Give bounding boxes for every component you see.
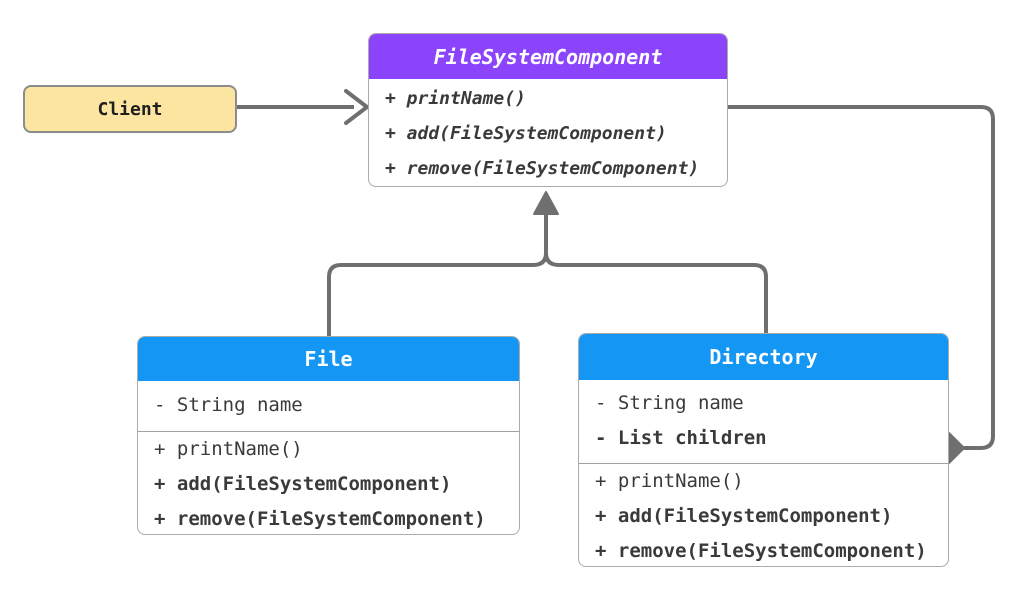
attributes-section: - String name (138, 381, 519, 431)
class-node-file: File - String name + printName() + add(F… (137, 336, 520, 535)
methods-section: + printName() + add(FileSystemComponent)… (369, 79, 727, 186)
method-row: + add(FileSystemComponent) (154, 473, 452, 495)
directory-generalization-line (544, 214, 768, 333)
composition-line (728, 105, 995, 450)
class-node-filesystemcomponent: FileSystemComponent + printName() + add(… (368, 33, 728, 187)
methods-section: + printName() + add(FileSystemComponent)… (138, 431, 519, 534)
attribute-row: - List children (595, 427, 767, 449)
file-generalization-line (327, 214, 548, 336)
method-row: + printName() (154, 438, 303, 460)
client-label: Client (97, 98, 163, 120)
method-row: + remove(FileSystemComponent) (154, 508, 486, 530)
class-title: FileSystemComponent (433, 44, 663, 69)
triangle-arrowhead-icon (533, 191, 559, 215)
method-row: + add(FileSystemComponent) (385, 123, 667, 144)
class-header-file: File (138, 337, 519, 381)
attributes-section: - String name - List children (579, 380, 948, 463)
attribute-row: - String name (154, 394, 303, 416)
class-title: File (304, 347, 353, 371)
method-row: + printName() (385, 88, 526, 109)
class-node-directory: Directory - String name - List children … (578, 333, 949, 567)
method-row: + remove(FileSystemComponent) (385, 158, 700, 179)
attribute-row: - String name (595, 392, 744, 414)
open-arrowhead-icon (344, 89, 369, 125)
class-header-filesystemcomponent: FileSystemComponent (369, 34, 727, 79)
method-row: + printName() (595, 470, 744, 492)
method-row: + add(FileSystemComponent) (595, 505, 893, 527)
methods-section: + printName() + add(FileSystemComponent)… (579, 463, 948, 566)
client-node: Client (23, 85, 237, 133)
class-title: Directory (709, 345, 818, 369)
class-header-directory: Directory (579, 334, 948, 380)
method-row: + remove(FileSystemComponent) (595, 540, 927, 562)
